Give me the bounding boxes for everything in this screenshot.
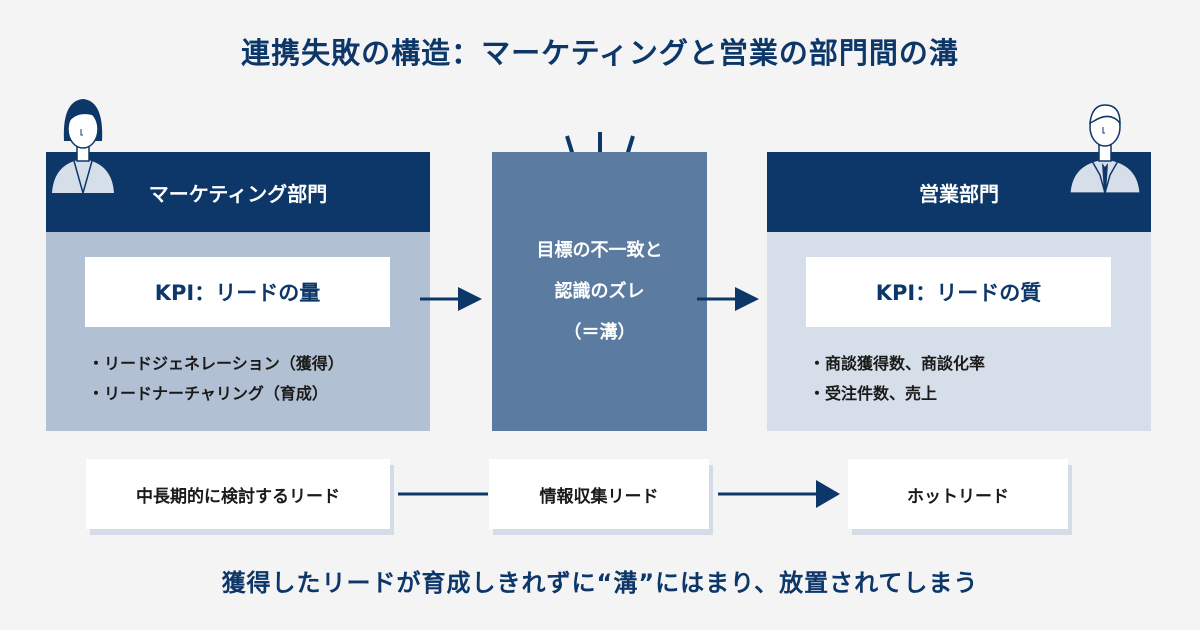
stage-long-term-lead: 中長期的に検討するリード [86,459,390,529]
list-item: リードジェネレーション（獲得） [88,349,344,379]
marketing-bullet-list: リードジェネレーション（獲得） リードナーチャリング（育成） [88,349,344,409]
diagram-title: 連携失敗の構造：マーケティングと営業の部門間の溝 [241,36,959,70]
sales-body: KPI：リードの質 商談獲得数、商談化率 受注件数、売上 [767,232,1151,431]
arrow-right-icon [420,287,482,311]
sales-kpi: KPI：リードの質 [806,257,1111,327]
marketing-department-box: マーケティング部門 KPI：リードの量 リードジェネレーション（獲得） リードナ… [46,152,430,431]
stage-info-gathering-lead: 情報収集リード [489,459,709,529]
conclusion-text: 獲得したリードが育成しきれずに“溝”にはまり、放置されてしまう [221,569,979,597]
list-item: 受注件数、売上 [809,379,985,409]
woman-icon [52,99,114,193]
arrow-right-icon [697,287,759,311]
marketing-body: KPI：リードの量 リードジェネレーション（獲得） リードナーチャリング（育成） [46,232,430,431]
gap-text-line: 目標の不一致と [536,240,663,261]
list-item: 商談獲得数、商談化率 [809,349,985,379]
list-item: リードナーチャリング（育成） [88,379,344,409]
gap-text-line: 認識のズレ [554,281,645,302]
sales-department-box: 営業部門 KPI：リードの質 商談獲得数、商談化率 受注件数、売上 [767,152,1151,431]
sales-bullet-list: 商談獲得数、商談化率 受注件数、売上 [809,349,985,409]
man-icon [1070,104,1140,193]
connector-line [398,492,488,496]
gap-box: 目標の不一致と 認識のズレ （＝溝） [492,152,707,431]
arrow-right-icon [718,480,840,508]
stage-hot-lead: ホットリード [848,459,1068,529]
marketing-kpi: KPI：リードの量 [85,257,390,327]
gap-text-line: （＝溝） [563,322,636,343]
